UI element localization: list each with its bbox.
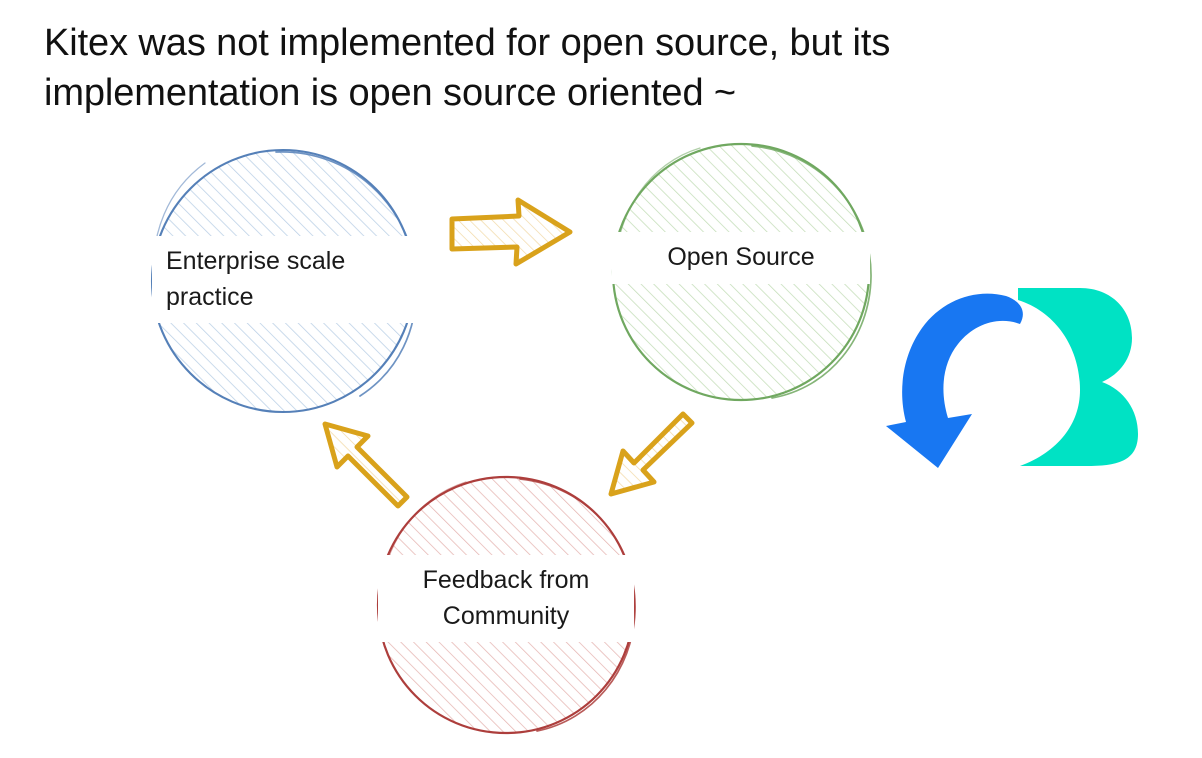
logo-teal-shape <box>1018 288 1138 466</box>
node-label-feedback-from-community: Feedback from Community <box>378 555 634 642</box>
arrow-down-left-icon <box>608 411 695 497</box>
arrow-opensource-to-feedback <box>608 411 695 497</box>
cloudwego-logo <box>886 288 1138 468</box>
logo-blue-arrow <box>886 293 1023 468</box>
arrow-feedback-to-enterprise <box>322 421 410 509</box>
arrow-enterprise-to-opensource <box>449 197 573 267</box>
node-label-enterprise-scale-practice: Enterprise scale practice <box>152 236 438 323</box>
arrow-right-icon <box>449 197 573 267</box>
arrow-up-left-icon <box>322 421 410 509</box>
node-open-source-outline-sketch <box>751 145 872 399</box>
page-title: Kitex was not implemented for open sourc… <box>44 22 891 115</box>
node-label-open-source: Open Source <box>612 232 870 284</box>
node-feedback-outline-sketch <box>519 478 636 732</box>
